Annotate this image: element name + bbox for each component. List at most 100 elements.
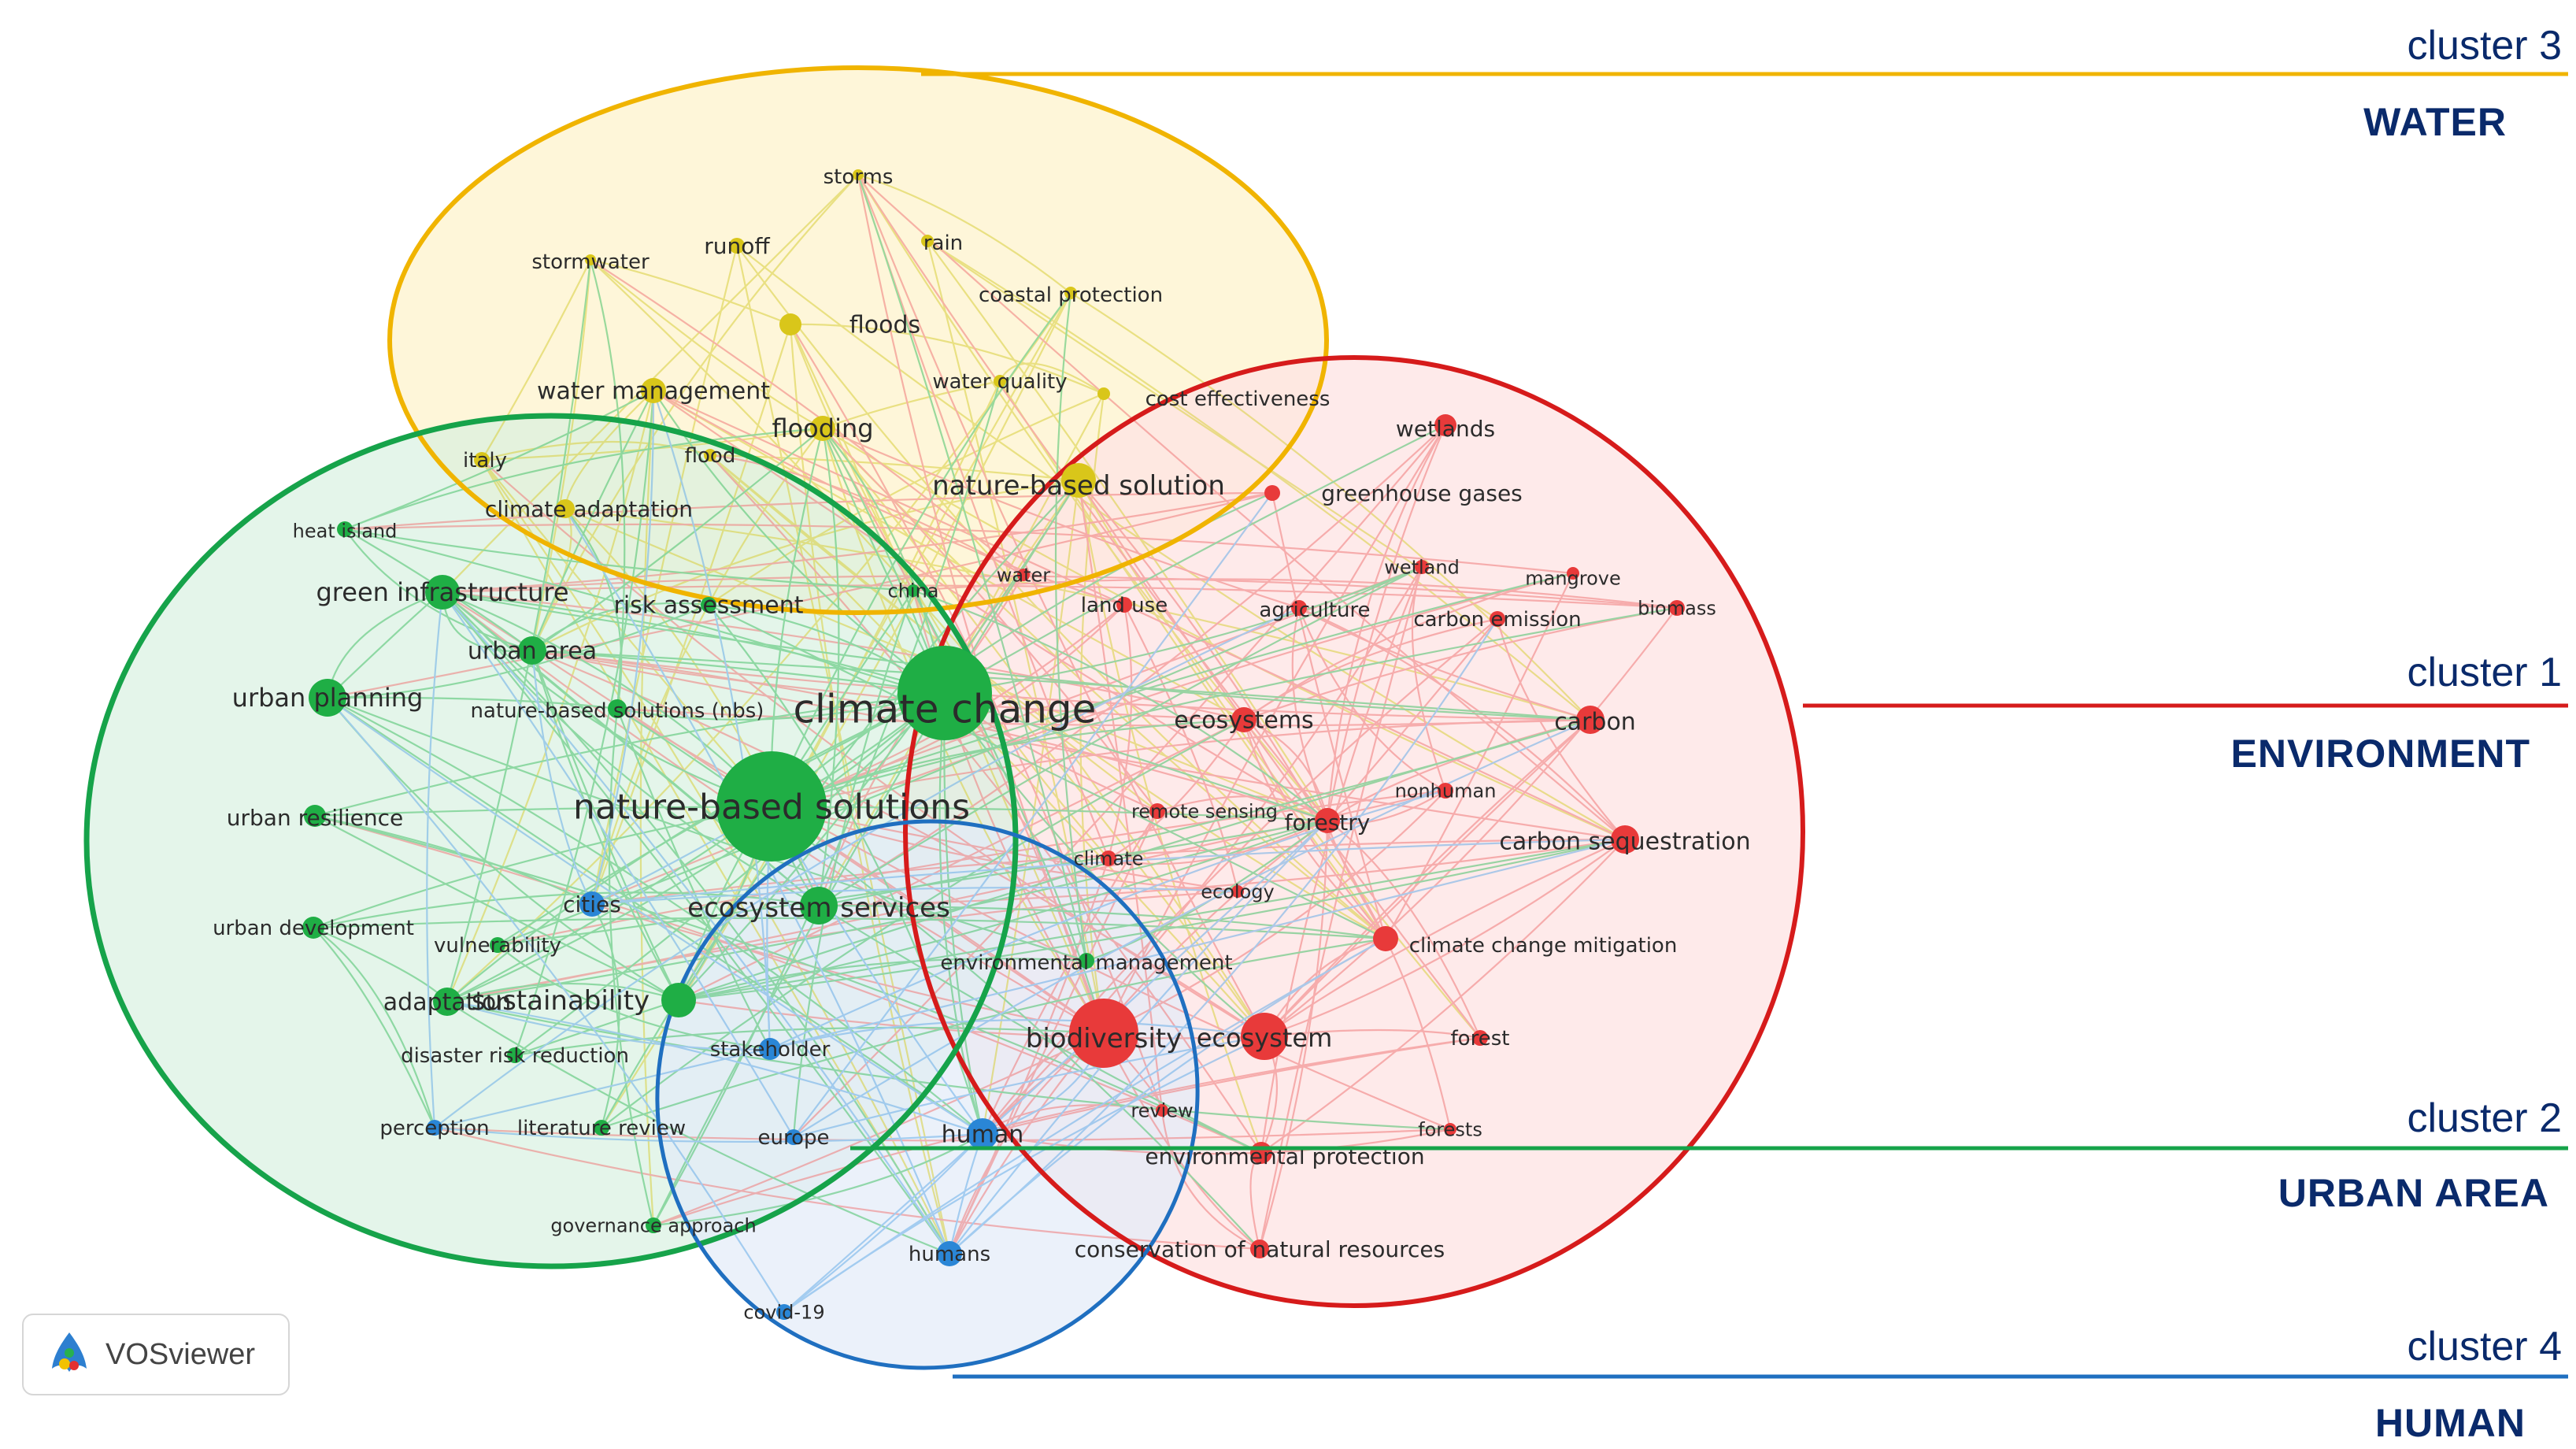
label-urban-planning[interactable]: urban planning <box>232 683 424 713</box>
label-climate-adaptation[interactable]: climate adaptation <box>485 496 693 522</box>
node-runoff[interactable] <box>729 238 745 254</box>
node-land-use[interactable] <box>1116 597 1132 613</box>
node-urban-resilience[interactable] <box>304 805 326 827</box>
node-wetlands[interactable] <box>1434 414 1456 436</box>
node-coastal-protection[interactable] <box>1064 287 1077 299</box>
node-stakeholder[interactable] <box>759 1038 781 1060</box>
node-urban-development[interactable] <box>302 917 324 939</box>
label-forests[interactable]: forests <box>1418 1118 1482 1140</box>
label-conservation-of-natural-resources[interactable]: conservation of natural resources <box>1075 1236 1445 1262</box>
label-climate[interactable]: climate <box>1074 847 1144 869</box>
label-nature-based-solution[interactable]: nature-based solution <box>932 470 1225 502</box>
node-literature-review[interactable] <box>594 1120 609 1136</box>
label-heat-island[interactable]: heat island <box>293 520 398 542</box>
node-nonhuman[interactable] <box>1438 783 1453 799</box>
node-environmental-management[interactable] <box>1079 953 1094 969</box>
node-urban-planning[interactable] <box>309 679 346 717</box>
label-rain[interactable]: rain <box>923 232 963 255</box>
label-urban-area[interactable]: urban area <box>468 638 597 665</box>
node-risk-assessment[interactable] <box>701 597 716 613</box>
label-flooding[interactable]: flooding <box>772 413 873 443</box>
label-wetlands[interactable]: wetlands <box>1396 416 1495 442</box>
label-water-quality[interactable]: water quality <box>932 370 1067 394</box>
label-cities[interactable]: cities <box>563 891 621 917</box>
label-perception[interactable]: perception <box>379 1117 489 1140</box>
label-stakeholder[interactable]: stakeholder <box>710 1038 831 1062</box>
label-greenhouse-gases[interactable]: greenhouse gases <box>1321 480 1523 506</box>
label-biodiversity[interactable]: biodiversity <box>1026 1023 1183 1054</box>
label-floods[interactable]: floods <box>849 312 920 339</box>
node-climate[interactable] <box>1101 850 1116 866</box>
node-review[interactable] <box>1156 1104 1168 1117</box>
label-wetland[interactable]: wetland <box>1384 556 1460 578</box>
label-carbon-emission[interactable]: carbon emission <box>1413 608 1581 632</box>
label-biomass[interactable]: biomass <box>1638 597 1716 619</box>
label-italy[interactable]: italy <box>463 449 507 472</box>
label-ecology[interactable]: ecology <box>1201 880 1274 902</box>
label-green-infrastructure[interactable]: green infrastructure <box>316 577 568 607</box>
node-wetland[interactable] <box>1415 560 1429 574</box>
label-agriculture[interactable]: agriculture <box>1259 598 1370 622</box>
label-disaster-risk-reduction[interactable]: disaster risk reduction <box>401 1044 629 1068</box>
node-nature-based-solution[interactable] <box>1061 463 1096 498</box>
label-carbon-sequestration[interactable]: carbon sequestration <box>1499 828 1750 856</box>
node-biomass[interactable] <box>1669 600 1685 616</box>
label-literature-review[interactable]: literature review <box>517 1117 686 1140</box>
node-forestry[interactable] <box>1315 808 1340 833</box>
label-remote-sensing[interactable]: remote sensing <box>1131 800 1278 822</box>
label-nature-based-solutions-nbs[interactable]: nature-based solutions (nbs) <box>471 699 764 723</box>
label-governance-approach[interactable]: governance approach <box>550 1214 756 1236</box>
node-stormwater[interactable] <box>585 254 596 265</box>
node-greenhouse-gases[interactable] <box>1264 485 1280 501</box>
node-heat-island[interactable] <box>337 521 353 537</box>
label-humans[interactable]: humans <box>909 1243 990 1266</box>
node-forest[interactable] <box>1472 1030 1488 1046</box>
node-conservation-of-natural-resources[interactable] <box>1250 1240 1269 1258</box>
label-china[interactable]: china <box>888 580 939 602</box>
node-urban-area[interactable] <box>518 636 546 665</box>
label-coastal-protection[interactable]: coastal protection <box>979 284 1163 307</box>
node-carbon-sequestration[interactable] <box>1611 825 1639 854</box>
node-biodiversity[interactable] <box>1069 999 1138 1068</box>
node-climate-adaptation[interactable] <box>556 499 575 518</box>
label-runoff[interactable]: runoff <box>704 233 770 259</box>
node-nature-based-solutions-nbs[interactable] <box>608 699 627 718</box>
label-covid-19[interactable]: covid-19 <box>743 1301 824 1323</box>
node-human[interactable] <box>967 1118 998 1150</box>
node-green-infrastructure[interactable] <box>425 575 460 610</box>
label-water-management[interactable]: water management <box>537 378 770 406</box>
node-agriculture[interactable] <box>1291 600 1307 616</box>
label-adaptation[interactable]: adaptation <box>383 989 511 1017</box>
label-environmental-management[interactable]: environmental management <box>940 951 1232 975</box>
label-review[interactable]: review <box>1131 1099 1193 1121</box>
node-vulnerability[interactable] <box>490 937 505 953</box>
node-china[interactable] <box>907 584 920 597</box>
label-sustainability[interactable]: sustainability <box>472 985 650 1017</box>
label-flood[interactable]: flood <box>685 444 736 468</box>
node-humans[interactable] <box>937 1241 962 1266</box>
node-remote-sensing[interactable] <box>1149 803 1165 819</box>
node-ecosystems[interactable] <box>1231 707 1257 732</box>
label-ecosystem[interactable]: ecosystem <box>1197 1023 1333 1053</box>
node-governance-approach[interactable] <box>646 1217 661 1233</box>
node-italy[interactable] <box>474 452 490 468</box>
label-nonhuman[interactable]: nonhuman <box>1395 780 1497 802</box>
node-ecology[interactable] <box>1231 885 1244 898</box>
node-sustainability[interactable] <box>661 983 696 1017</box>
node-covid-19[interactable] <box>776 1304 792 1320</box>
node-carbon-emission[interactable] <box>1490 611 1505 627</box>
node-water-management[interactable] <box>641 378 666 403</box>
node-mangrove[interactable] <box>1567 567 1579 580</box>
label-risk-assessment[interactable]: risk assessment <box>613 592 803 620</box>
node-floods[interactable] <box>779 313 801 335</box>
node-climate-change[interactable] <box>898 646 992 740</box>
label-stormwater[interactable]: stormwater <box>531 250 650 274</box>
label-urban-resilience[interactable]: urban resilience <box>227 805 403 831</box>
label-human[interactable]: human <box>942 1121 1024 1149</box>
node-forests[interactable] <box>1444 1123 1456 1136</box>
label-ecosystem-services[interactable]: ecosystem services <box>687 892 950 924</box>
label-water[interactable]: water <box>997 564 1051 586</box>
label-forest[interactable]: forest <box>1451 1027 1510 1051</box>
node-flooding[interactable] <box>810 416 835 441</box>
node-rain[interactable] <box>921 235 934 247</box>
